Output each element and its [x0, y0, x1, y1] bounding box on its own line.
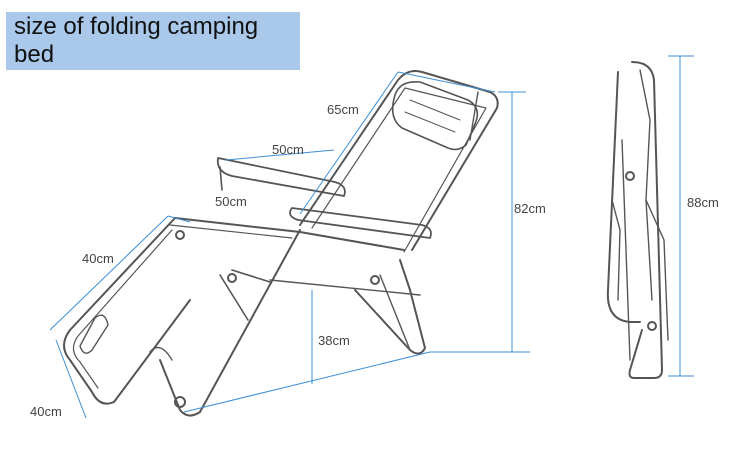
label-total-height: 82cm: [514, 201, 546, 216]
reclined-chair-drawing: [63, 70, 499, 417]
label-footrest-width: 40cm: [30, 404, 62, 419]
label-armrest-length: 50cm: [272, 142, 304, 157]
backrest-inner-frame: [311, 87, 487, 253]
rear-leg: [354, 259, 426, 355]
headrest-strap: [469, 91, 479, 141]
headrest-pillow: [391, 80, 479, 151]
label-folded-height: 88cm: [687, 195, 719, 210]
label-armrest-height: 50cm: [215, 194, 247, 209]
dimension-lines: [49, 55, 694, 419]
label-footrest-length: 40cm: [82, 251, 114, 266]
armrest-upper: [216, 157, 346, 197]
label-headrest-length: 65cm: [327, 102, 359, 117]
folded-chair-drawing: [606, 61, 669, 379]
page-title: size of folding camping bed: [14, 13, 259, 68]
label-seat-height: 38cm: [318, 333, 350, 348]
front-leg: [159, 229, 301, 417]
seat-frame: [174, 217, 405, 251]
title-banner: size of folding camping bed: [6, 12, 300, 70]
recline-mechanism: [219, 269, 271, 321]
side-rail: [269, 279, 421, 296]
footrest-frame: [63, 217, 191, 405]
armrest-lower: [289, 207, 432, 239]
backrest-frame: [299, 70, 499, 251]
